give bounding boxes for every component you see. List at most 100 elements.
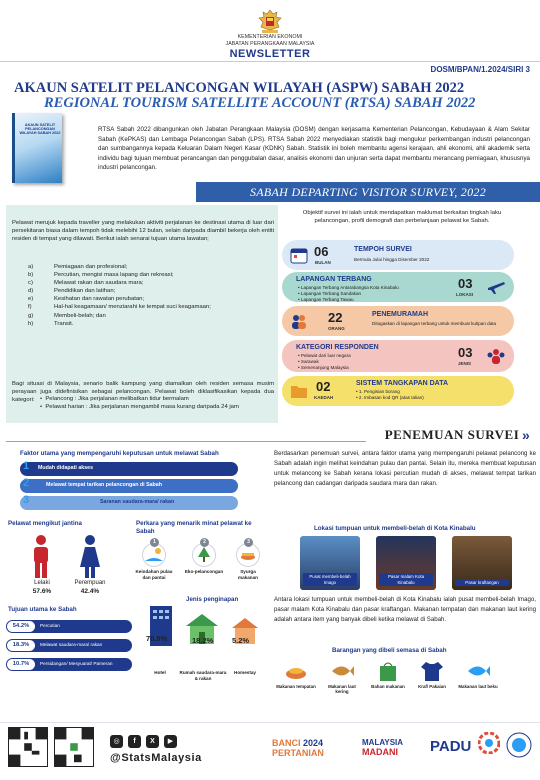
newsletter-label: NEWSLETTER [229,48,311,60]
header-divider [0,61,540,62]
factors-title: Faktor utama yang mempengaruhi keputusan… [20,450,219,457]
findings-paragraph-1: Berdasarkan penemuan survei, antara fakt… [274,450,536,487]
factor-label: Melawat tempat tarikan pelancongan di Sa… [46,482,162,488]
list-item: f)Hal-hal keagamaan/ menziarahi ke tempa… [28,304,211,311]
hotel-building-icon [150,606,172,646]
male-figure-icon [34,535,48,578]
header-org-line2: JABATAN PERANGKAAN MALAYSIA [225,41,315,47]
purpose-percentage: 10.7% [7,659,35,670]
goods-label: Makanan tempatan [276,684,316,689]
purpose-pill-2: 18.3%Melawat saudara-mara/ rakan [6,639,132,652]
goods-label: Makanan laut beku [458,684,498,689]
capture-list: 1. Pengisian borang 2. Imbasan kod QR (a… [356,389,424,401]
goods-title: Barangan yang dibeli semasa di Sabah [332,647,447,654]
respondent-group-icon [487,349,505,364]
period-text: Bermula Julai hingga Disember 2022 [354,257,430,262]
x-twitter-icon[interactable]: X [146,735,159,748]
female-label: Perempuan [74,580,106,586]
purpose-label: Percutian [40,623,60,628]
purpose-pill-3: 10.7% Persidangan/ Mesyuarat/ Pameran [6,658,132,671]
hotel-percentage: 70.9% [146,634,168,643]
chevron-right-icon: » [522,427,530,443]
respondent-list: Pelawat dari luar negara Sarawak Semenan… [298,353,351,371]
facebook-icon[interactable]: f [128,735,141,748]
data-capture-row: 02 KAEDAH SISTEM TANGKAPAN DATA 1. Pengi… [282,376,514,406]
female-figure-icon [80,535,100,578]
qr-code-2-icon[interactable] [54,727,94,767]
list-item: • Pelancong : Jika perjalanan melibatkan… [40,396,189,402]
survey-period-row: 06 BULAN TEMPOH SURVEI Bermula Julai hin… [282,240,514,270]
tree-icon [198,547,210,562]
photo-caption: Pasar malam Kota Kinabalu [379,573,433,586]
attractions-title: Perkara yang menarik minat pelawat ke Sa… [136,520,252,535]
list-item: Lapangan Terbang Tawau [298,297,399,303]
social-handle[interactable]: @StatsMalaysia [110,752,202,764]
local-food-icon [286,668,306,679]
purpose-title: Tujuan utama ke Sabah [8,606,77,613]
calendar-icon [290,248,308,264]
padu-logo-text: PADU [430,738,472,755]
list-item: Sarawak [298,359,351,365]
period-title: TEMPOH SURVEI [354,246,412,253]
respondent-title: KATEGORI RESPONDEN [296,344,379,351]
classification-paragraph: Bagi situasi di Malaysia, senario balik … [12,381,274,404]
attraction-rank: 1 [150,538,159,547]
homestay-icon [232,618,258,644]
airplane-icon [488,282,505,294]
accommodation-label: Rumah saudara-mara & rakan [179,670,227,681]
factor-rank: 3 [23,494,30,506]
respondent-unit: JENIS [458,361,472,366]
qr-code-1-icon[interactable] [8,727,48,767]
survey-objective: Objektif survei ini ialah untuk mendapat… [302,210,502,225]
airport-number: 03 [458,276,473,291]
factor-bar-1: 1 Mudah didapati akses [20,460,238,476]
purpose-label: Persidangan/ Mesyuarat/ Pameran [40,661,113,666]
enumerator-row: 22 ORANG PENEMURAMAH Ditugaskan di lapan… [282,306,514,336]
handicraft-market-photo: Pasar kraftangan [452,536,512,590]
banci-logo-subtext: PERTANIAN [272,748,324,758]
list-item: Lapangan Terbang Sandakan [298,291,399,297]
document-code: DOSM/BPAN/1.2024/SIRI 3 [430,65,530,74]
factor-bar-2: 2 Melawat tempat tarikan pelancongan di … [20,477,238,493]
attraction-label: Syurga makanan [238,569,258,580]
jata-negara-crest-icon [258,9,282,33]
enumerator-unit: ORANG [328,326,345,331]
title-english: REGIONAL TOURISM SATELLITE ACCOUNT (RTSA… [44,95,476,111]
definition-paragraph: Pelawat merujuk kepada traveller yang me… [12,220,274,243]
visitor-category-list: • Pelancong : Jika perjalanan melibatkan… [28,395,274,411]
survey-banner: SABAH DEPARTING VISITOR SURVEY, 2022 [196,182,540,202]
instagram-icon[interactable]: ◎ [110,735,123,748]
anniversary-logo-icon [506,732,532,758]
people-icon [292,315,306,329]
purpose-percentage: 54.2% [7,621,35,632]
list-item: h)Transit. [28,320,74,327]
list-item: 2. Imbasan kod QR (atas talian) [356,395,424,401]
imago-mall-photo: Pusat membeli-belah Imago [300,536,360,590]
capture-title: SISTEM TANGKAPAN DATA [356,380,449,387]
photo-caption: Pusat membeli-belah Imago [303,573,357,586]
night-market-photo: Pasar malam Kota Kinabalu [376,536,436,590]
findings-heading: PENEMUAN SURVEI [384,427,520,442]
purpose-pill-1: 54.2% Percutian [6,620,132,633]
respondent-row: KATEGORI RESPONDEN Pelawat dari luar neg… [282,340,514,372]
list-item: Pelawat dari luar negara [298,353,351,359]
photo-caption: Pasar kraftangan [455,578,509,586]
factor-rank: 2 [23,477,30,489]
goods-label: Makanan laut kering [328,684,356,694]
title-malay: AKAUN SATELIT PELANCONGAN WILAYAH (ASPW)… [14,80,465,96]
madani-logo-text: MALAYSIA [362,738,404,747]
folder-icon [291,386,307,398]
airport-unit: LOKASI [456,292,474,297]
findings-paragraph-2: Antara lokasi tumpuan untuk membeli-bela… [274,596,536,623]
survey-banner-title: SABAH DEPARTING VISITOR SURVEY, 2022 [249,185,487,199]
youtube-icon[interactable]: ▶ [164,735,177,748]
list-item: Lapangan Terbang Antarabangsa Kota Kinab… [298,285,399,291]
enumerator-number: 22 [328,310,343,325]
relatives-house-percentage: 18.2% [192,636,214,645]
female-percentage: 42.4% [80,588,100,595]
findings-divider [6,441,366,442]
capture-number: 02 [316,379,331,394]
airport-list: Lapangan Terbang Antarabangsa Kota Kinab… [298,285,399,303]
accommodation-label: Homestay [234,670,256,675]
attraction-label: Eko-pelancongan [184,569,224,574]
